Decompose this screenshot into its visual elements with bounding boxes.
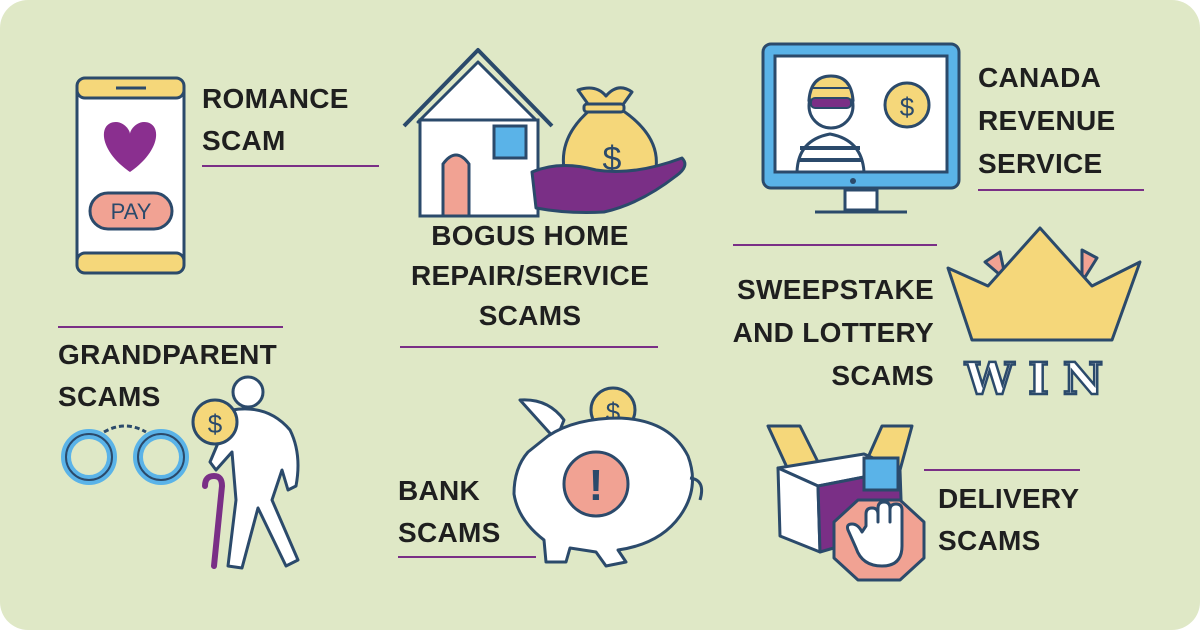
romance-divider xyxy=(202,165,379,167)
coin-icon xyxy=(191,398,239,446)
bank-scams-label: BANK SCAMS xyxy=(398,475,501,548)
bag-dollar: $ xyxy=(603,140,622,178)
grandparent-divider xyxy=(58,326,283,328)
heart-icon xyxy=(103,122,157,172)
handcuffs-icon xyxy=(61,424,189,485)
delivery-divider xyxy=(924,469,1080,471)
coin-icon xyxy=(883,81,931,129)
canada-revenue-service-label: CANADA REVENUE SERVICE xyxy=(978,62,1116,179)
alert-mark: ! xyxy=(589,461,604,510)
grandparent-scams-label: GRANDPARENT SCAMS xyxy=(58,339,278,412)
cra-divider xyxy=(978,189,1144,191)
delivery-scams-label: DELIVERY SCAMS xyxy=(938,483,1080,556)
thief-icon xyxy=(795,74,866,174)
monitor-icon: $ xyxy=(761,42,961,214)
phone-icon: PAY xyxy=(75,76,186,275)
sweepstake-divider xyxy=(733,244,937,246)
sweepstake-lottery-label: SWEEPSTAKE AND LOTTERY SCAMS xyxy=(732,274,934,391)
bogus-divider xyxy=(400,346,658,348)
monitor-dollar: $ xyxy=(900,92,915,122)
bank-divider xyxy=(398,556,536,558)
win-label: WIN xyxy=(964,354,1117,405)
pay-button xyxy=(88,191,174,231)
bogus-home-repair-label: BOGUS HOME REPAIR/SERVICE SCAMS xyxy=(410,220,650,331)
piggy-bank-icon: $ ! xyxy=(512,386,704,568)
coin-dollar: $ xyxy=(208,409,223,439)
open-hand-icon xyxy=(530,156,687,214)
romance-scam-label: ROMANCE SCAM xyxy=(202,83,349,156)
house-icon xyxy=(402,48,554,218)
cane-icon xyxy=(202,472,226,569)
crown-icon: WIN xyxy=(946,226,1142,406)
pay-label: PAY xyxy=(111,199,152,224)
elderly-person-icon: $ xyxy=(191,375,300,570)
stop-hand-icon xyxy=(832,498,926,582)
